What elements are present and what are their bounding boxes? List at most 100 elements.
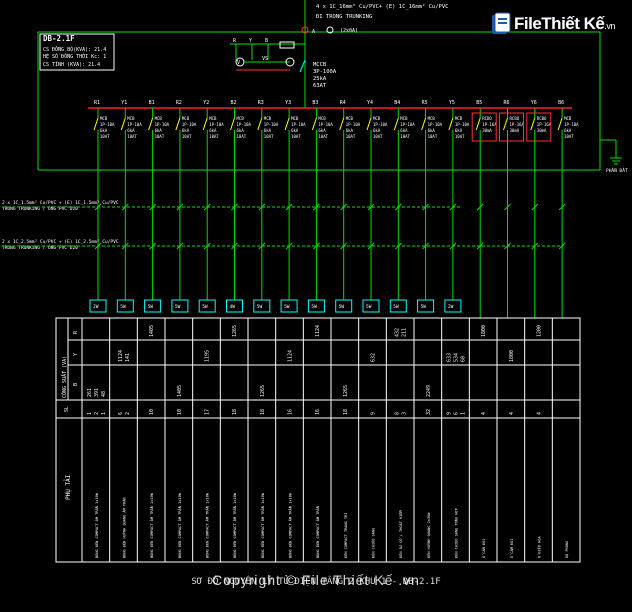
breaker-contact	[202, 117, 208, 131]
breaker-text: 6kA	[428, 128, 436, 133]
breaker-text: MCB	[155, 116, 163, 121]
load-description: BÓNG ĐÈN COMPACT ÂM TRẦN 1x18W	[288, 492, 293, 558]
breaker-text: 6kA	[318, 128, 326, 133]
breaker-text: 6kA	[400, 128, 408, 133]
cell-r: 1265	[232, 325, 238, 337]
breaker-text: 1P-10A	[455, 122, 470, 127]
phase-label: B2	[231, 100, 237, 106]
terminal-box: 5W	[307, 299, 325, 313]
cell-sl: 10	[149, 409, 155, 415]
cable-note-2a: 2 x 1C_2.5mm² Cu/PVC + (E) 1C_2.5mm² Cu/…	[2, 239, 119, 245]
cable-note-1a: 2 x 1C_1.5mm² Cu/PVC + (E) 1C_1.5mm² Cu/…	[2, 200, 119, 206]
panel-info-1: CS ĐỒNG BỘ(KVA): 21.4	[43, 45, 106, 53]
breaker-text: MCB	[318, 116, 326, 121]
panel-info-3: CS TÍNH (KVA): 21.4	[43, 60, 100, 68]
breaker-text: 6kA	[346, 128, 354, 133]
cell-sl: 1	[461, 412, 467, 415]
breaker-text: MCB	[209, 116, 217, 121]
cell-r: 1124	[315, 325, 321, 337]
cell-sl: 18	[343, 409, 349, 415]
terminal-box: 5W	[335, 299, 353, 313]
phase-label: Y3	[285, 100, 291, 106]
breaker-text: 1P-10A	[127, 122, 142, 127]
breaker-text: 10AT	[455, 134, 465, 139]
breaker-text: 10AT	[428, 134, 438, 139]
svg-text:4W: 4W	[230, 304, 236, 310]
cell-sl: 17	[205, 409, 211, 415]
breaker-contact	[503, 117, 508, 131]
meter-r: R	[233, 38, 237, 44]
rcbo-box	[499, 112, 524, 142]
breaker-contact	[175, 117, 181, 131]
main-breaker-line-1: MCCB	[313, 62, 327, 68]
phase-label: B3	[312, 100, 318, 106]
terminal-box: 5W	[389, 299, 407, 313]
load-description: ĐÈN COMPACT TRANG TRÍ	[343, 513, 348, 558]
cell-sl: 4	[537, 412, 543, 415]
terminal-box: 4W	[226, 299, 243, 313]
breaker-text: 30mA	[482, 128, 492, 133]
row-label-r: R	[73, 330, 79, 334]
breaker-text: 1P-10A	[400, 122, 415, 127]
cell-r: 1800	[481, 325, 487, 337]
load-description: ĐÈN CHIẾU SÁNG	[371, 528, 376, 558]
cell-r: 1200	[537, 325, 543, 337]
main-breaker-line-4: 63AT	[313, 83, 327, 89]
breaker-text: 6kA	[237, 128, 245, 133]
phase-label: Y1	[121, 100, 127, 106]
cell-b: 1265	[343, 385, 349, 397]
breaker-text: 1P-10A	[428, 122, 443, 127]
breaker-text: 10AT	[564, 134, 574, 139]
svg-text:2W: 2W	[448, 304, 454, 310]
cell-sl: 6	[118, 412, 124, 415]
cell-b: 1265	[260, 385, 266, 397]
breaker-text: 6kA	[155, 128, 163, 133]
phase-label: B5	[476, 100, 482, 106]
svg-text:5W: 5W	[284, 304, 290, 310]
cell-sl: 9	[371, 412, 377, 415]
terminal-box: 5W	[280, 299, 298, 313]
breaker-contact	[557, 117, 563, 131]
phase-label: B6	[558, 100, 564, 106]
site-logo: FileThiết Kế.vn	[514, 14, 615, 34]
row-label-load: PHỤ TẢI	[64, 474, 72, 500]
cell-sl: 2	[94, 412, 100, 415]
cell-y: 632	[371, 353, 377, 362]
cell-sl: 1	[101, 412, 107, 415]
breaker-text: MCB	[428, 116, 436, 121]
breaker-text: MCB	[127, 116, 135, 121]
svg-text:5W: 5W	[393, 304, 399, 310]
load-description: BÓNG ĐÈN COMPACT ÂM TRẦN 1x18W	[232, 492, 237, 558]
row-label-b: B	[73, 383, 79, 386]
breaker-text: 6kA	[564, 128, 572, 133]
cell-sl: 10	[177, 409, 183, 415]
copyright-watermark: Copyright © File Thiết Kế .vn	[212, 572, 420, 588]
phase-label: B4	[394, 100, 400, 106]
meter-y: Y	[249, 38, 252, 44]
breaker-text: 1P-16A	[482, 122, 497, 127]
breaker-contact	[339, 117, 345, 131]
svg-text:5W: 5W	[120, 304, 126, 310]
cell-y: 1124	[288, 350, 294, 362]
breaker-text: 1P-10A	[209, 122, 224, 127]
cell-sl: 6	[454, 412, 460, 415]
row-label-y: Y	[73, 353, 79, 356]
breaker-text: MCB	[264, 116, 272, 121]
cell-b: 391	[94, 388, 100, 397]
terminal-box: 5W	[362, 299, 380, 313]
breaker-text: 1P-10A	[264, 122, 279, 127]
drawing-caption: SƠ ĐỒ NGUYÊN LÝ TỦ ĐIỆN TẦNG 2 KHU 1 - D…	[191, 577, 441, 587]
breaker-text: 1P-10A	[237, 122, 252, 127]
breaker-contact	[284, 117, 290, 131]
breaker-contact	[257, 117, 263, 131]
